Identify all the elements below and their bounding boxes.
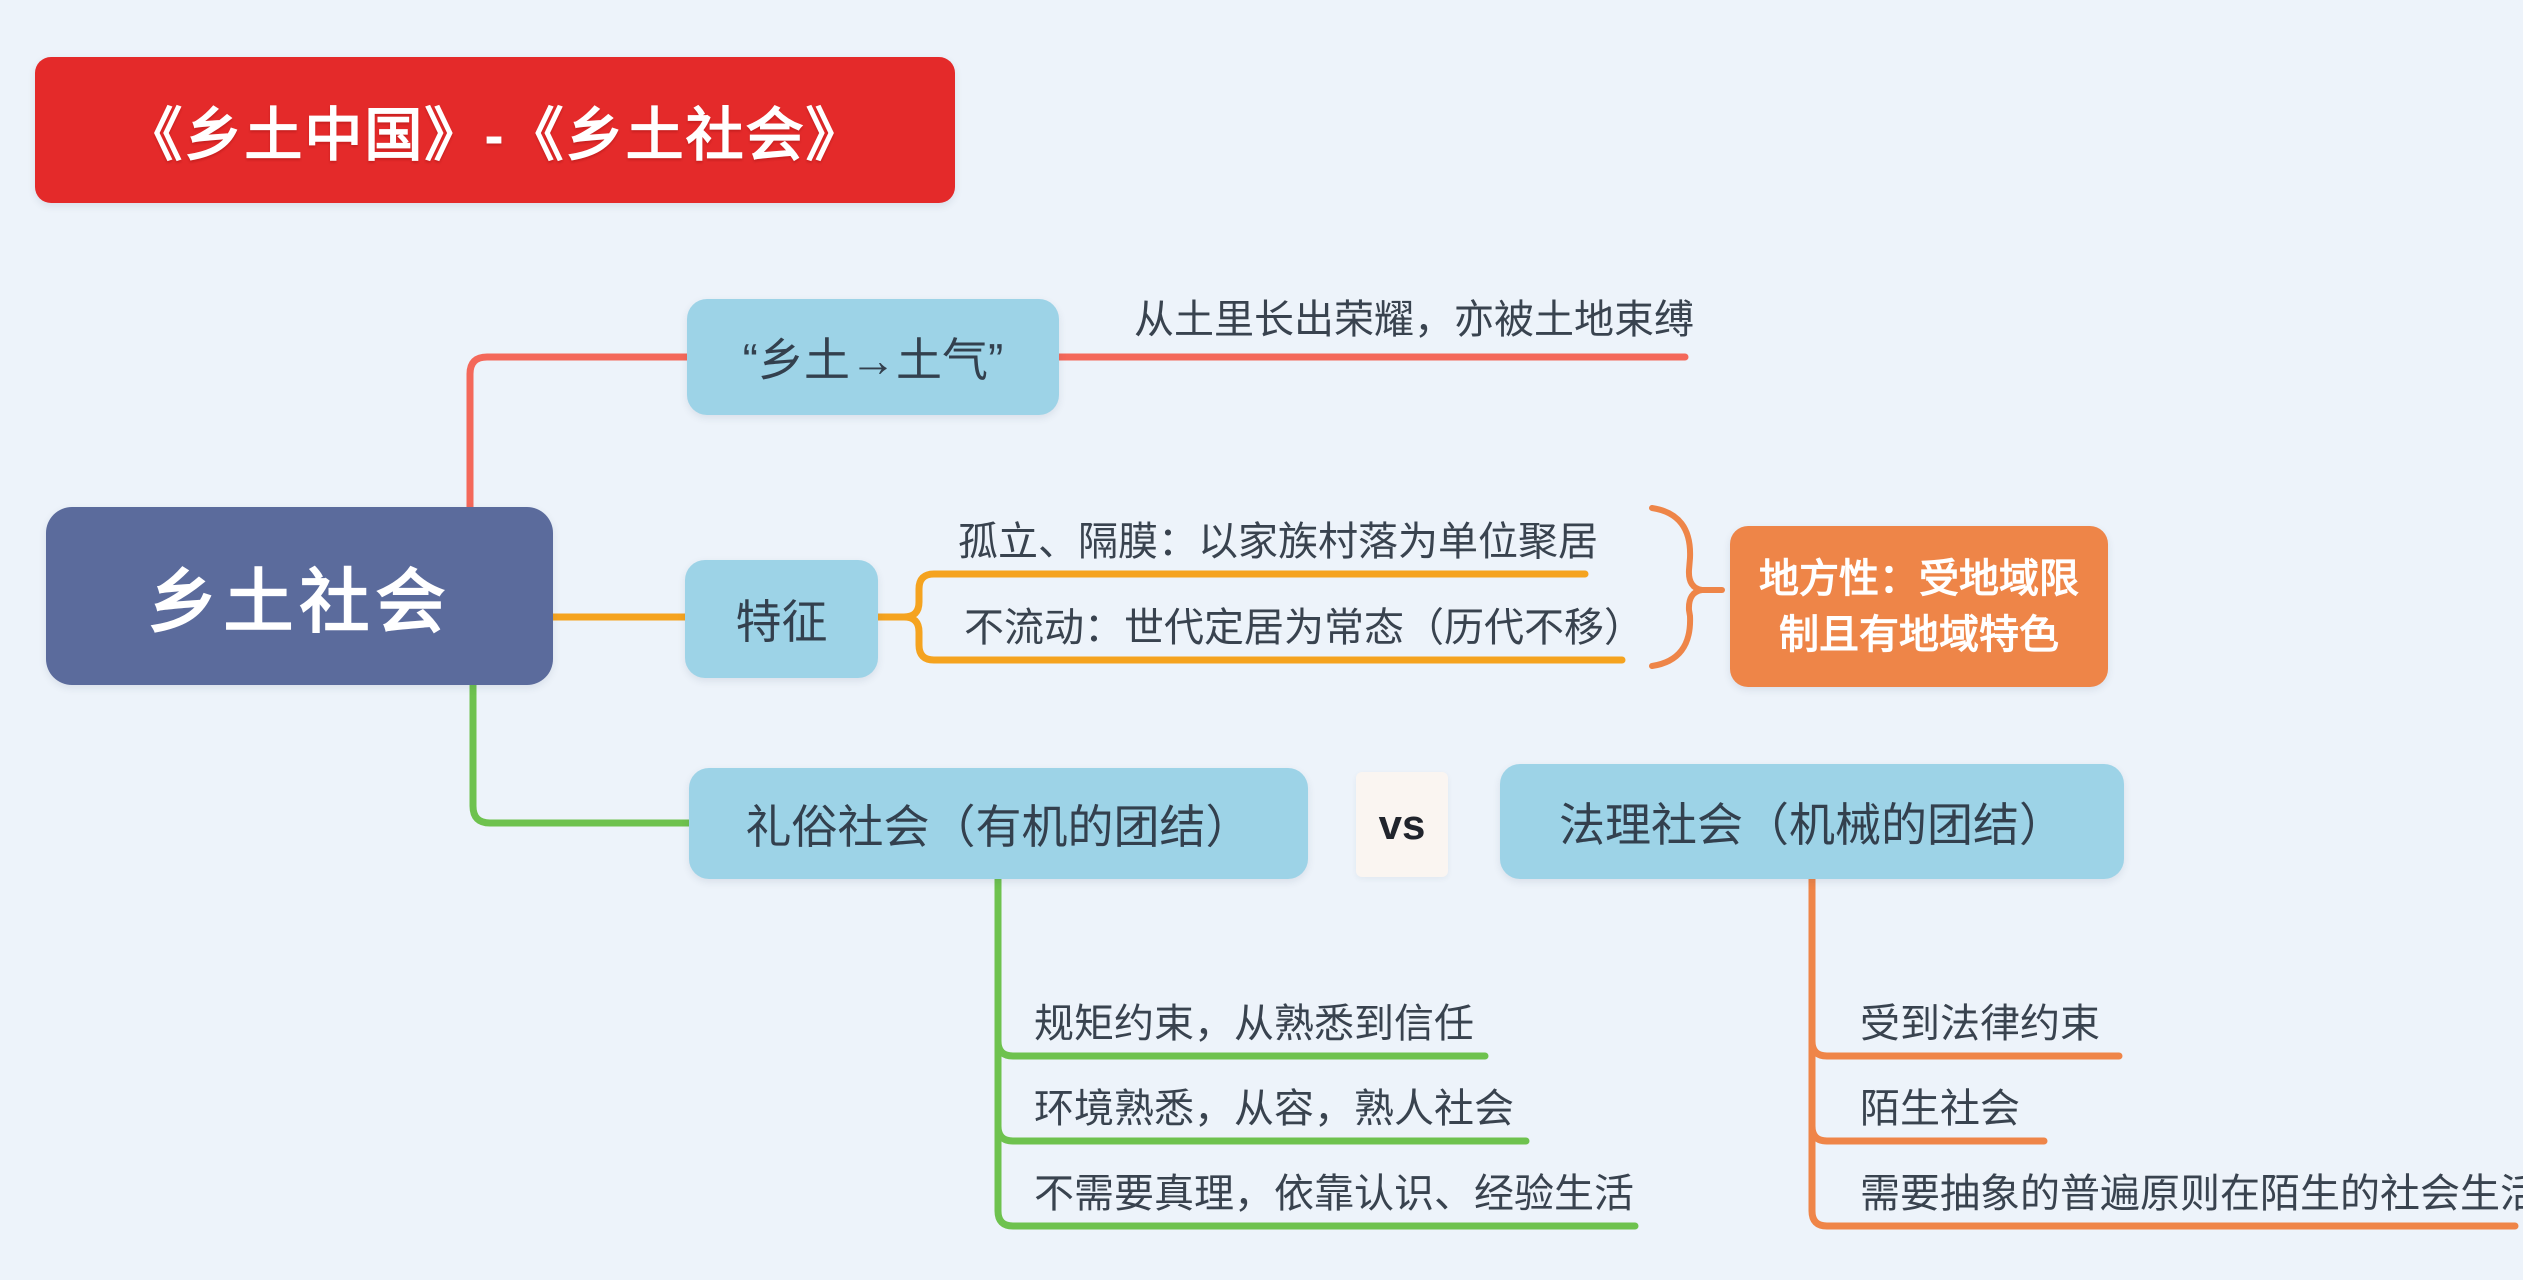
branch-line-soil: [466, 353, 1689, 511]
feature-item-immobility[interactable]: 不流动：世代定居为常态（历代不移）: [964, 606, 1644, 650]
topic-fali-society[interactable]: 法理社会（机械的团结）: [1500, 764, 2124, 879]
fali-item-law[interactable]: 受到法律约束: [1860, 1002, 2100, 1046]
topic-features[interactable]: 特征: [685, 560, 878, 678]
branch-line-fali: [1808, 875, 2519, 1230]
branch-line-features: [549, 570, 1626, 664]
summary-brace: [1649, 505, 1725, 669]
title-banner[interactable]: 《乡土中国》-《乡土社会》: [35, 57, 955, 203]
vs-badge[interactable]: vs: [1356, 772, 1448, 877]
root-topic[interactable]: 乡土社会: [46, 507, 553, 685]
soil-note-label[interactable]: 从土里长出荣耀，亦被土地束缚: [1134, 298, 1694, 342]
branch-line-liso: [469, 681, 1639, 1230]
fali-item-stranger[interactable]: 陌生社会: [1860, 1087, 2020, 1131]
feature-item-isolation[interactable]: 孤立、隔膜：以家族村落为单位聚居: [958, 520, 1598, 564]
lisu-item-rules[interactable]: 规矩约束，从熟悉到信任: [1034, 1002, 1474, 1046]
lisu-item-familiar[interactable]: 环境熟悉，从容，熟人社会: [1034, 1087, 1514, 1131]
lisu-item-experience[interactable]: 不需要真理，依靠认识、经验生活: [1034, 1172, 1634, 1216]
topic-soil[interactable]: “乡土→土气”: [687, 299, 1059, 415]
fali-item-abstract[interactable]: 需要抽象的普遍原则在陌生的社会生活: [1860, 1172, 2523, 1216]
topic-lisu-society[interactable]: 礼俗社会（有机的团结）: [689, 768, 1308, 879]
summary-topic-locality[interactable]: 地方性：受地域限制且有地域特色: [1730, 526, 2108, 687]
